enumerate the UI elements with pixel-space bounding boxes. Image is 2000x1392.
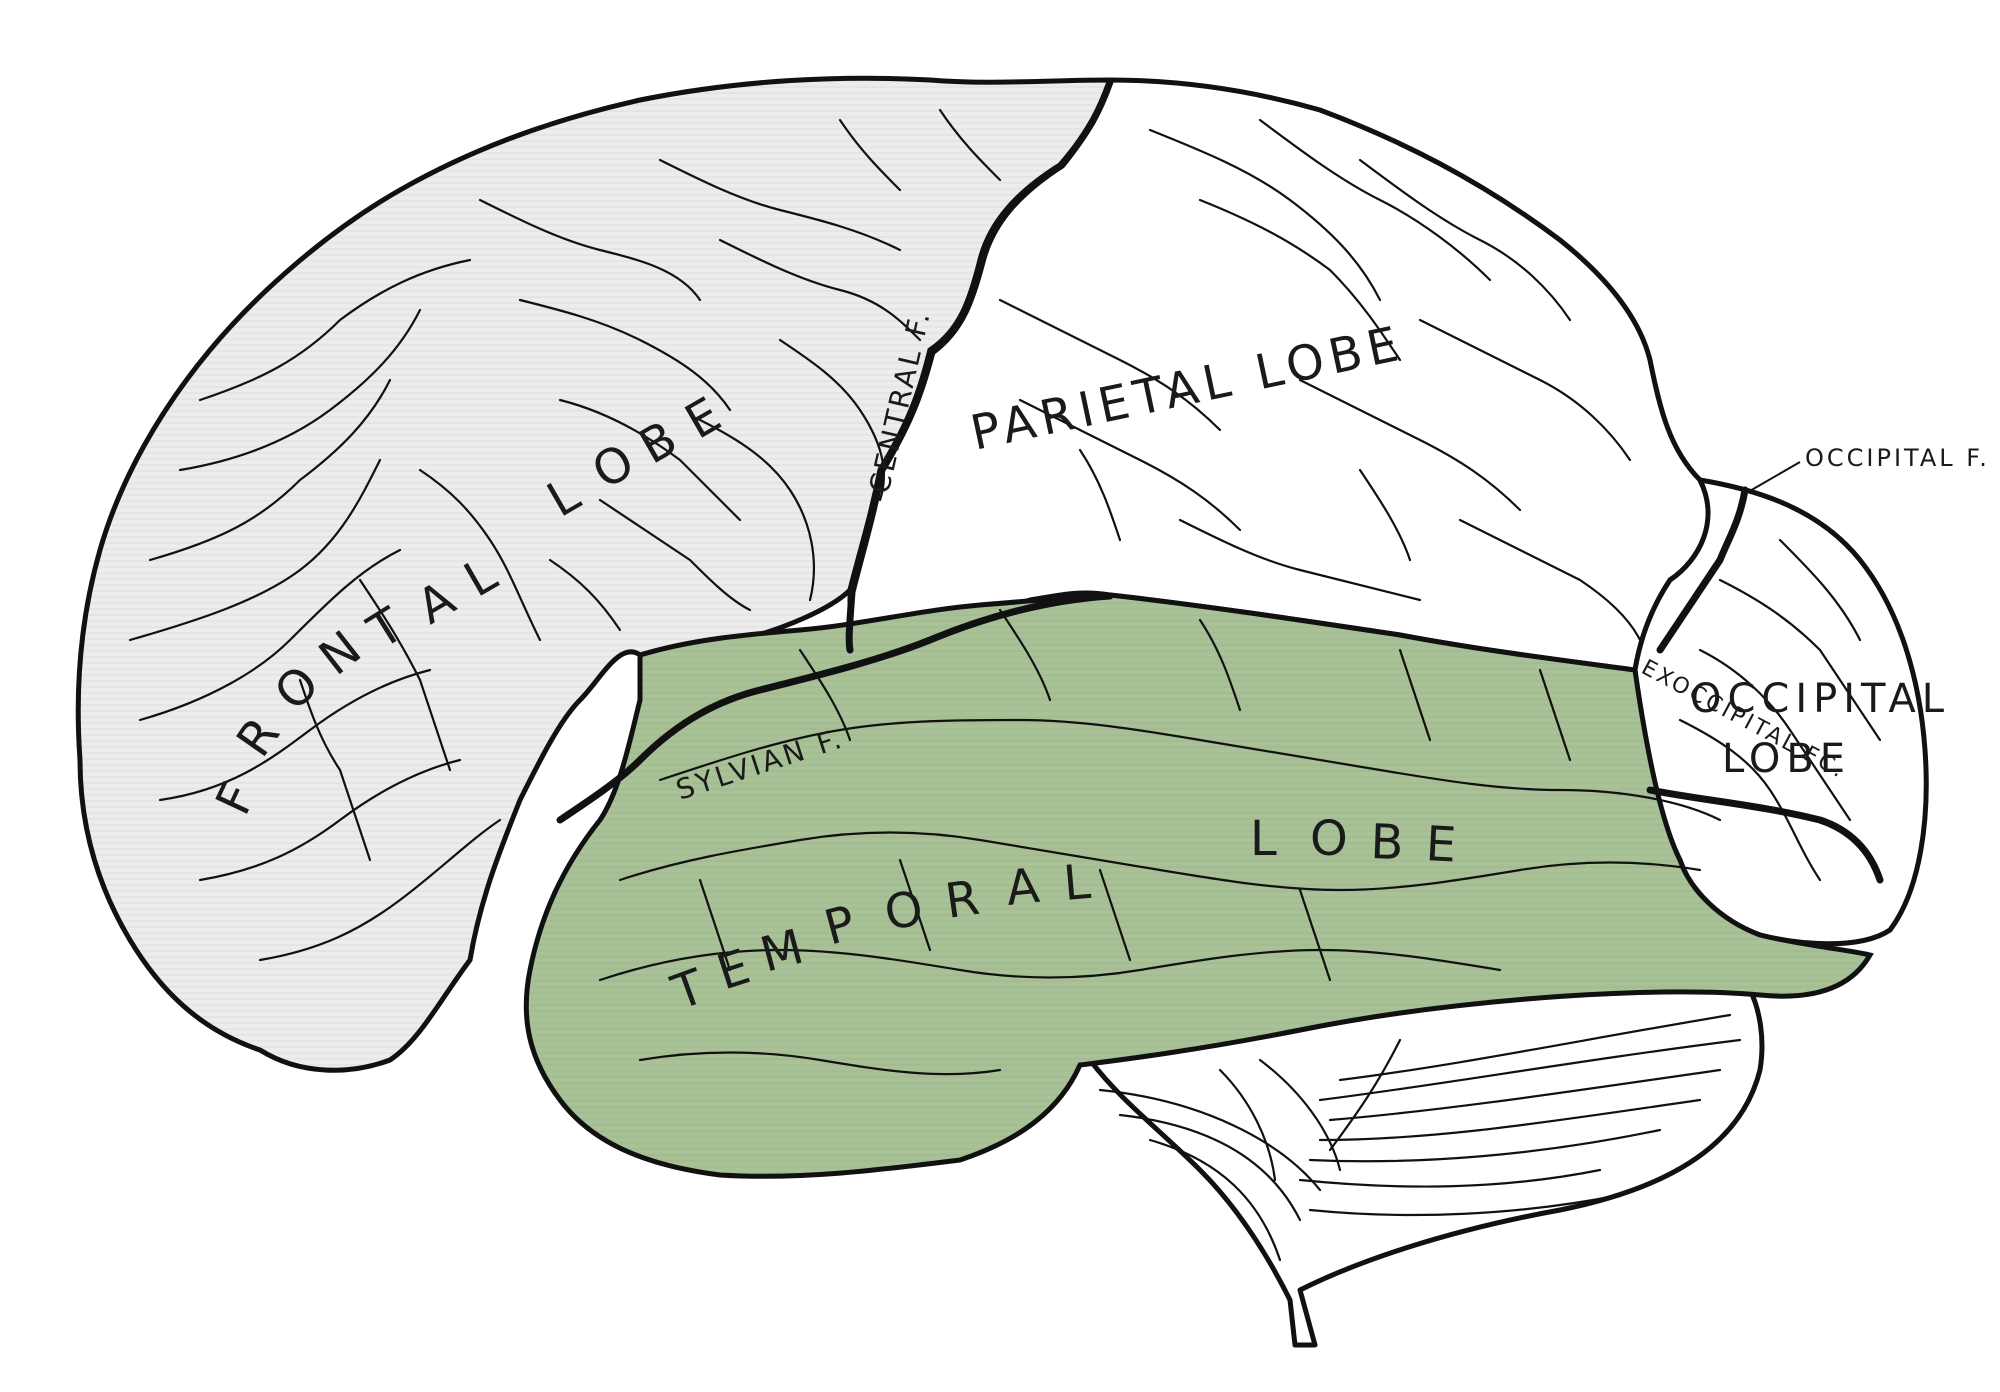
temporal-letter: E [1424,816,1463,874]
sylvian-fissure [556,592,1114,824]
temporal-letter: A [1003,857,1047,917]
temporal-letter: L [1061,853,1099,912]
temporal-letter: O [1310,811,1354,867]
occipital-fissure-leader-line [1747,461,1801,493]
temporal-letter: R [942,869,989,930]
occipital-gyri [1678,538,1882,882]
occipital-lobe-label-line2: LOBE [1722,736,1851,782]
temporal-letter: O [880,879,933,942]
temporal-letter: B [1370,814,1411,871]
occipital-fissure [1656,486,1749,654]
exoccipital-fissure [1646,786,1884,884]
occipital-fissure-label: OCCIPITAL F. [1805,444,1990,472]
central-fissure [845,78,1114,654]
temporal-letter: L [1250,811,1283,867]
temporal-gyri [598,608,1722,1076]
occipital-lobe-label-line1: OCCIPITAL [1690,676,1950,722]
frontal-gyri [128,108,1002,962]
parietal-gyri [998,118,1642,642]
cerebellum-folia [1098,1013,1742,1262]
